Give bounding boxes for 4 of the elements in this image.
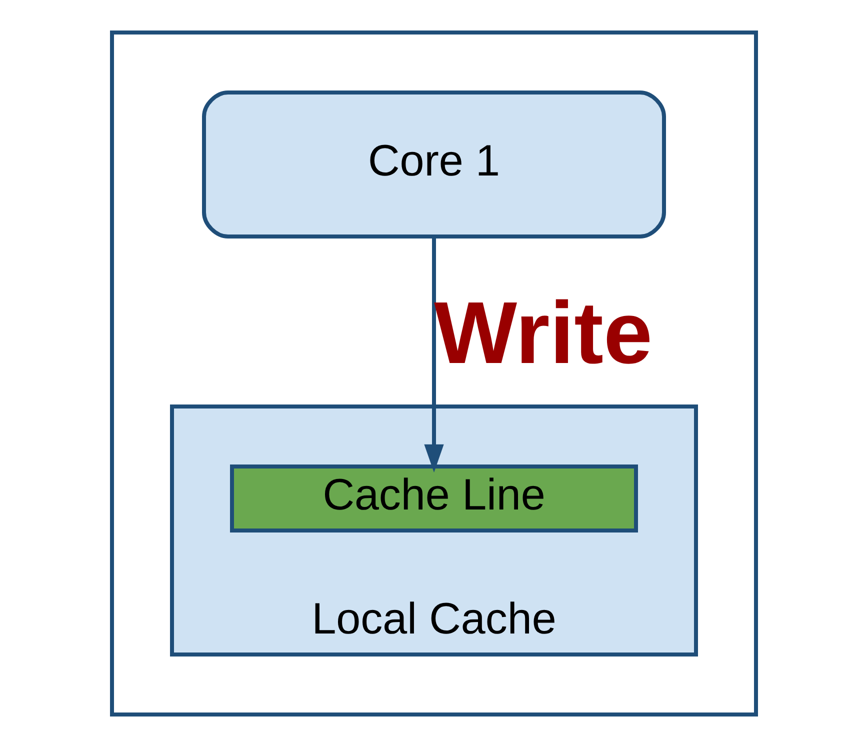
cluster: [110, 30, 758, 716]
node-box: Core 1: [202, 90, 666, 238]
node-box: Cache Line: [230, 464, 638, 532]
arrow: [424, 237, 444, 472]
